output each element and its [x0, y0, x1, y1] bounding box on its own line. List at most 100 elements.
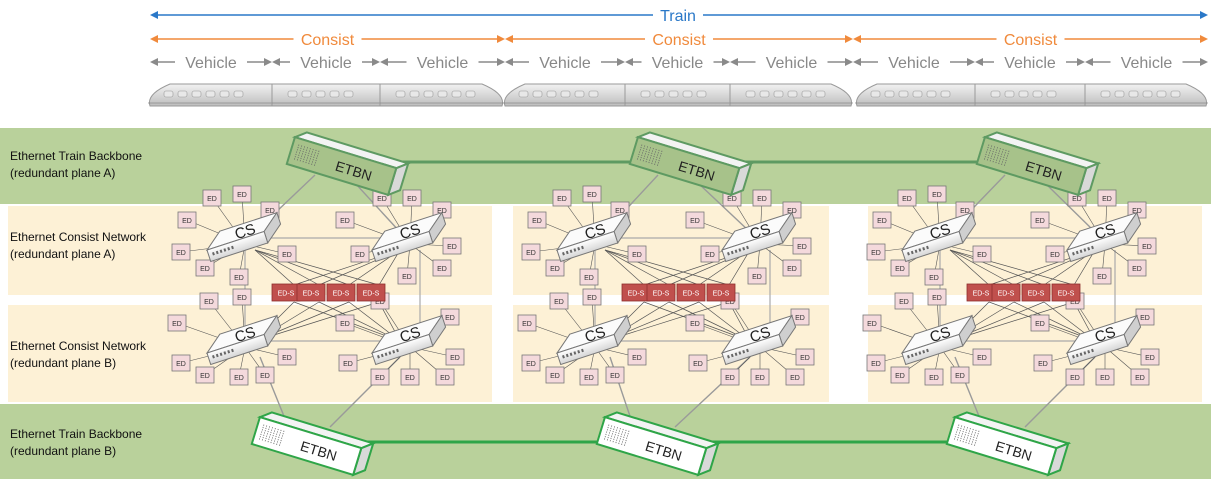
train-car-icon	[271, 83, 381, 107]
eds-box	[1051, 283, 1081, 302]
ed-node: ED	[627, 245, 647, 263]
cs-port	[727, 354, 730, 359]
ed-label: ED	[895, 373, 905, 380]
cs-port	[907, 251, 910, 256]
ed-label: ED	[787, 266, 797, 273]
car-window	[233, 90, 244, 98]
car-window	[315, 90, 326, 98]
cs-port	[573, 248, 577, 252]
row-label-line: (redundant plane B)	[10, 356, 117, 370]
consist-switch-icon: CS	[205, 314, 282, 366]
cs-label: CS	[748, 324, 773, 347]
etbn-ports	[995, 148, 1001, 164]
car-window	[1100, 90, 1111, 98]
ed-label: ED	[526, 361, 536, 368]
cs-port	[219, 249, 223, 253]
eds-box	[1021, 283, 1051, 302]
ed-node: ED	[435, 368, 455, 386]
ed-node: ED	[579, 268, 599, 286]
ed-label: ED	[584, 275, 594, 282]
eds-label: ED-S	[628, 291, 645, 298]
consist-arrow-arrowhead-right	[1200, 35, 1208, 43]
cs-front	[206, 333, 269, 366]
ed-label: ED	[282, 355, 292, 362]
ed-node: ED	[335, 211, 355, 229]
car-window	[465, 90, 476, 98]
vehicle-label-bg	[994, 52, 1066, 72]
ed-box	[255, 366, 275, 384]
etbn-ports	[648, 148, 654, 164]
ed-node: ED	[688, 354, 708, 372]
car-window	[532, 90, 543, 98]
ed-node: ED	[1033, 354, 1053, 372]
cs-port	[577, 350, 581, 354]
vehicle-arrow-arrowhead-left	[272, 58, 280, 66]
cs-label: CS	[748, 221, 773, 244]
cs-port	[215, 353, 219, 358]
ed-box	[582, 288, 602, 306]
ed-label: ED	[871, 250, 881, 257]
cs-port	[219, 352, 223, 356]
car-window	[518, 90, 529, 98]
etbn-ports	[270, 428, 276, 444]
ed-box	[445, 348, 465, 366]
consist-switch-icon: CS	[1065, 314, 1142, 366]
ed-label: ED	[955, 373, 965, 380]
etbn-ports	[971, 429, 977, 446]
eds-link	[604, 249, 730, 286]
ed-label: ED	[1070, 299, 1080, 306]
etbn-ports	[636, 144, 643, 161]
cs-label: CS	[398, 221, 423, 244]
ed-node: ED	[400, 368, 420, 386]
vehicle-label-bg	[755, 52, 828, 72]
cs-port	[910, 250, 914, 255]
ed-box	[924, 268, 944, 286]
ed-node: ED	[202, 189, 222, 207]
ed-node: ED	[866, 243, 886, 261]
ed-node: ED	[445, 348, 465, 366]
etbn-ports	[656, 150, 663, 167]
ed-box	[582, 185, 602, 203]
ed-node: ED	[782, 259, 802, 277]
car-window	[912, 90, 923, 98]
etbn-ports	[278, 430, 285, 447]
eds-link	[254, 249, 295, 286]
train-arrow-arrowhead-right	[1200, 11, 1208, 19]
ed-label: ED	[725, 375, 735, 382]
etbn-ports	[264, 426, 271, 442]
ed-node: ED	[890, 366, 910, 384]
ed-box	[402, 189, 422, 207]
cs-port	[380, 250, 384, 255]
etbn-ports	[293, 144, 300, 161]
etbn-ports	[1003, 150, 1010, 167]
row-label-line: Ethernet Consist Network	[10, 230, 147, 244]
cs-port	[565, 250, 569, 255]
ed-label: ED	[532, 218, 542, 225]
eds-link	[254, 249, 320, 286]
row-label-line: (redundant plane A)	[10, 166, 116, 180]
cs-port	[227, 247, 231, 251]
ed-node: ED	[402, 189, 422, 207]
cs-port	[1075, 353, 1079, 358]
car-window	[668, 90, 679, 98]
cs-port	[918, 248, 922, 252]
ed-box	[747, 267, 767, 285]
ed-node: ED	[752, 189, 772, 207]
car-window	[801, 90, 812, 98]
car-window	[884, 90, 895, 98]
consist-switch-icon: CS	[900, 314, 977, 366]
ed-node: ED	[350, 245, 370, 263]
vehicle-arrow-arrowhead-left	[505, 58, 513, 66]
ed-label: ED	[450, 355, 460, 362]
consist-label-bg	[645, 29, 713, 49]
etbn-front	[595, 415, 708, 477]
ed-label: ED	[690, 321, 700, 328]
etbn-ports	[992, 147, 998, 163]
etbn-ports	[642, 146, 649, 162]
ed-label: ED	[200, 373, 210, 380]
vehicle-arrow-arrowhead-left	[380, 58, 388, 66]
ed-label: ED	[902, 196, 912, 203]
cs-port	[738, 351, 742, 355]
ed-box	[950, 366, 970, 384]
ed-box	[872, 211, 892, 229]
